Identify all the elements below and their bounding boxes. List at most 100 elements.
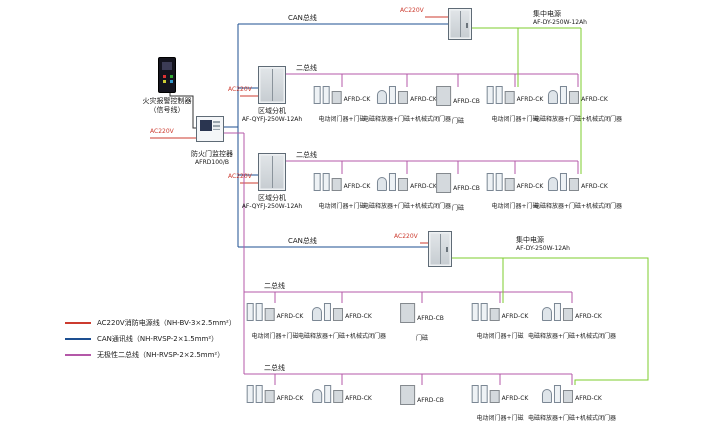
afrd-module-icon: [489, 308, 500, 321]
module-label: AFRD-CK: [410, 96, 437, 103]
zone-extension-cabinet-1: [258, 66, 286, 104]
door-leaf-icon: [554, 385, 562, 403]
door-closer-group: AFRD-CK 电动闭门器+门磁: [313, 86, 370, 123]
door-release-group: AFRD-CK 电磁释放器+门磁+机械式闭门器: [534, 86, 622, 123]
fire-door-monitor: [196, 116, 224, 142]
cabinet-seam-icon: [440, 234, 441, 264]
afrd-module-icon: [489, 390, 500, 403]
module-label: AFRD-CK: [343, 183, 371, 190]
device-desc-label: 电磁释放器+门磁+机械式闭门器: [533, 203, 623, 210]
zone2-power-label: AC220V: [228, 173, 252, 180]
zone1-label: 区域分机: [258, 107, 286, 115]
module-label: AFRD-CK: [516, 96, 544, 103]
device-desc-label: 电磁释放器+门磁+机械式闭门器: [362, 203, 452, 210]
legend-item-can: CAN通讯线（NH-RVSP-2×1.5mm²）: [65, 334, 236, 344]
module-label: AFRD-CK: [276, 395, 304, 402]
door-leaf-icon: [486, 86, 494, 104]
module-label: AFRD-CK: [345, 395, 372, 402]
door-leaf-icon: [313, 173, 321, 191]
module-label: AFRD-CK: [581, 96, 608, 103]
door-magnet-group: AFRD-CB 门磁: [436, 173, 480, 212]
door-release-group: AFRD-CK 电磁释放器+门磁+机械式闭门器: [528, 303, 616, 340]
legend-item-power: AC220V消防电源线（NH-BV-3×2.5mm²）: [65, 318, 236, 328]
module-label: AFRD-CB: [417, 315, 444, 322]
door-closer-group: AFRD-CK 电动闭门器+门磁: [486, 173, 544, 210]
device-desc-label: 门磁: [415, 335, 429, 342]
device-desc-label: 电动闭门器+门磁: [318, 203, 366, 210]
psu1-label: 集中电源: [533, 10, 561, 18]
afrd-module-icon: [264, 308, 275, 321]
signal-line: [169, 93, 196, 129]
zone-extension-cabinet-2: [258, 153, 286, 191]
door-leaf-icon: [246, 303, 254, 321]
door-leaf-icon: [495, 173, 503, 191]
device-desc-label: 电动闭门器+门磁: [318, 116, 366, 123]
door-magnet-icon: [436, 173, 452, 193]
controller-label: 火灾报警控制器: [142, 97, 192, 105]
release-device-icon: [377, 90, 388, 104]
release-device-icon: [548, 177, 559, 191]
monitor-keys-icon: [213, 121, 220, 130]
zone1-model-label: AF-QYFJ-250W-12Ah: [241, 116, 303, 123]
afrd-module-icon: [331, 178, 342, 191]
module-label: AFRD-CB: [453, 98, 480, 105]
door-magnet-group: AFRD-CB 门磁: [400, 303, 444, 342]
two-bus-line-swatch-icon: [65, 354, 91, 356]
door-leaf-icon: [560, 86, 568, 104]
device-desc-label: 电动闭门器+门磁: [491, 116, 539, 123]
door-leaf-icon: [324, 303, 332, 321]
door-release-group: AFRD-CK 电磁释放器+门磁+机械式闭门器: [363, 173, 451, 210]
door-leaf-icon: [471, 303, 479, 321]
door-leaf-icon: [246, 385, 254, 403]
door-release-group: AFRD-CK: [312, 385, 372, 413]
controller-screen-icon: [162, 62, 172, 70]
door-leaf-icon: [389, 173, 397, 191]
afrd-module-icon: [504, 91, 515, 104]
release-device-icon: [377, 177, 388, 191]
door-magnet-icon: [400, 303, 416, 323]
door-leaf-icon: [255, 303, 263, 321]
two-bus-label-4: 二总线: [262, 364, 287, 373]
release-device-icon: [312, 389, 323, 403]
module-label: AFRD-CB: [417, 397, 444, 404]
door-release-group: AFRD-CK 电磁释放器+门磁+机械式闭门器: [528, 385, 616, 422]
door-leaf-icon: [480, 303, 488, 321]
door-leaf-icon: [322, 86, 330, 104]
device-desc-label: 电动闭门器+门磁: [251, 333, 299, 340]
afrd-module-icon: [398, 91, 409, 104]
device-desc-label: 电动闭门器+门磁: [476, 333, 524, 340]
zone2-label: 区域分机: [258, 194, 286, 202]
door-leaf-icon: [313, 86, 321, 104]
legend-label: 无极性二总线（NH-RVSP-2×2.5mm²）: [97, 351, 225, 359]
door-release-group: AFRD-CK 电磁释放器+门磁+机械式闭门器: [298, 303, 386, 340]
device-desc-label: 电动闭门器+门磁: [491, 203, 539, 210]
module-label: AFRD-CK: [575, 395, 602, 402]
legend: AC220V消防电源线（NH-BV-3×2.5mm²） CAN通讯线（NH-RV…: [65, 318, 236, 366]
can-bus-label-2: CAN总线: [286, 237, 319, 246]
door-leaf-icon: [389, 86, 397, 104]
release-device-icon: [542, 307, 553, 321]
door-release-group: AFRD-CK 电磁释放器+门磁+机械式闭门器: [534, 173, 622, 210]
cabinet-seam-icon: [460, 11, 461, 37]
module-label: AFRD-CK: [516, 183, 544, 190]
door-magnet-group: AFRD-CB 门磁: [436, 86, 480, 125]
power-line-swatch-icon: [65, 322, 91, 324]
monitor-label: 防火门监控器: [191, 150, 233, 158]
legend-label: CAN通讯线（NH-RVSP-2×1.5mm²）: [97, 335, 219, 343]
door-closer-group: AFRD-CK: [246, 385, 304, 413]
central-power-cabinet-2: [428, 231, 452, 267]
door-closer-group: AFRD-CK 电动闭门器+门磁: [471, 303, 528, 340]
release-device-icon: [312, 307, 323, 321]
afrd-module-icon: [398, 178, 409, 191]
cabinet-seam-icon: [272, 156, 273, 188]
afrd-module-icon: [333, 390, 344, 403]
monitor-model-label: AFRD100/B: [195, 159, 229, 166]
release-device-icon: [548, 90, 559, 104]
door-leaf-icon: [255, 385, 263, 403]
door-closer-group: AFRD-CK 电动闭门器+门磁: [486, 86, 544, 123]
module-label: AFRD-CK: [410, 183, 437, 190]
afrd-module-icon: [504, 178, 515, 191]
two-bus-lines: [224, 73, 579, 385]
